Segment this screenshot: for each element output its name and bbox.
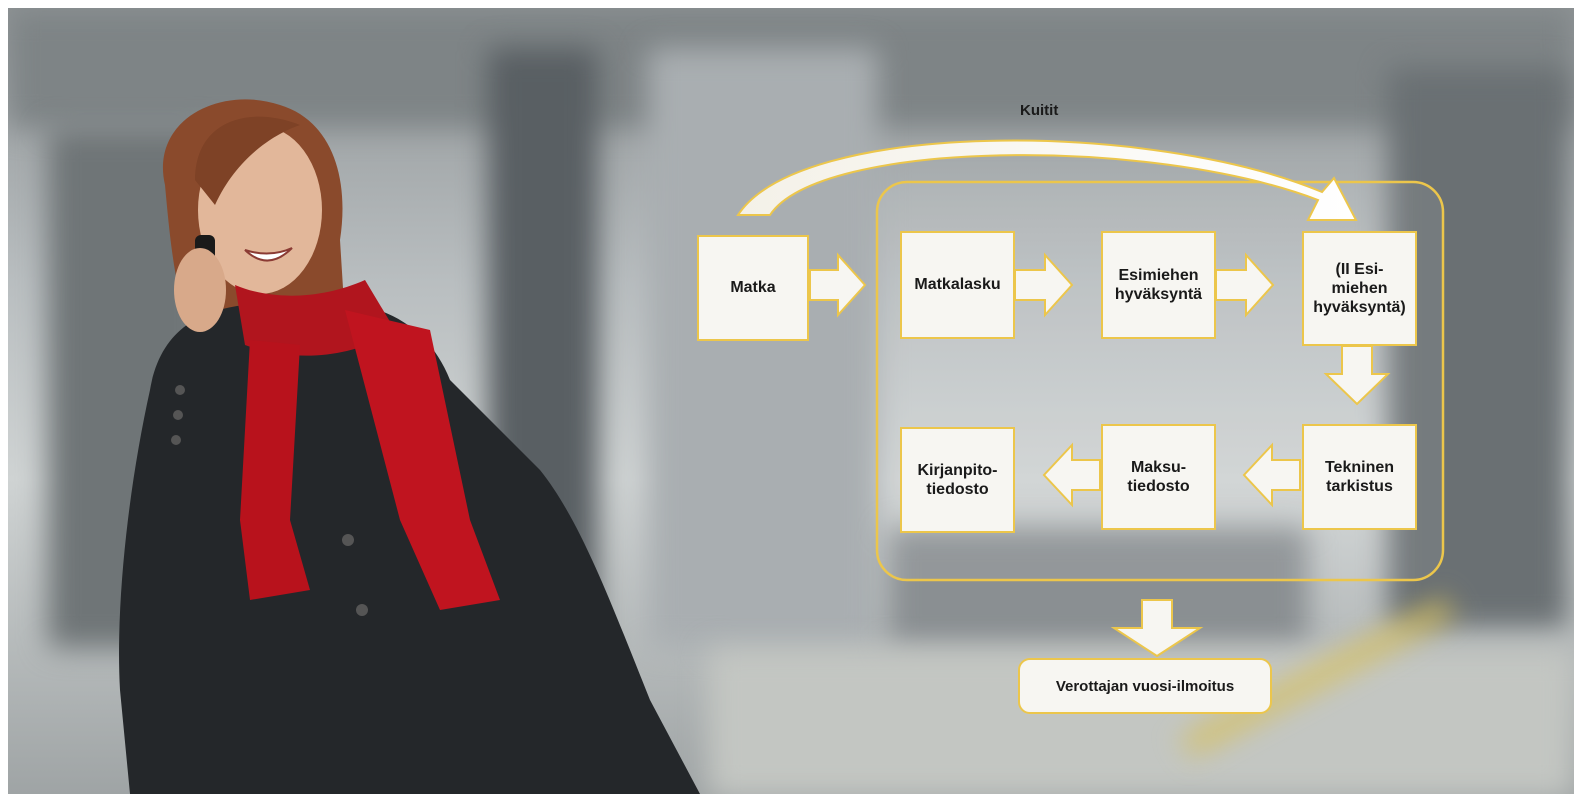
arrow-down-1 (1323, 345, 1391, 406)
coat-button (173, 410, 183, 420)
receipts-label: Kuitit (1020, 102, 1059, 119)
arrow-right-2 (1014, 252, 1074, 318)
arrow-down-2 (1110, 599, 1204, 658)
node-matkalasku: Matkalasku (900, 231, 1015, 339)
scarf-left-end-shape (240, 340, 310, 600)
node-kirjanpitotiedosto: Kirjanpito- tiedosto (900, 427, 1015, 533)
node-matka: Matka (697, 235, 809, 341)
right-pillar (1388, 68, 1568, 628)
node-verottajan-vuosi-ilmoitus: Verottajan vuosi-ilmoitus (1018, 658, 1272, 714)
node-tekninen-tarkistus: Tekninen tarkistus (1302, 424, 1417, 530)
background-photo (8, 8, 1574, 794)
arrow-right-1 (809, 252, 867, 318)
coat-button (342, 534, 354, 546)
receipts-curved-arrow (736, 139, 1358, 221)
coat-button (356, 604, 368, 616)
node-maksutiedosto: Maksu- tiedosto (1101, 424, 1216, 530)
arrow-left-2 (1042, 442, 1101, 508)
vehicle-shape (888, 528, 1308, 648)
scarf-right-end-shape (345, 310, 500, 610)
hand-shape (174, 248, 226, 332)
arrow-right-3 (1215, 252, 1275, 318)
mid-column (648, 48, 878, 648)
coat-button (171, 435, 181, 445)
arrow-left-1 (1242, 442, 1301, 508)
smile-shape (244, 247, 293, 262)
node-esimiehen-hyvaksynta: Esimiehen hyväksyntä (1101, 231, 1216, 339)
coat-button (175, 385, 185, 395)
hair-fringe-shape (195, 116, 300, 205)
node-ii-esimiehen-hyvaksynta: (II Esi- miehen hyväksyntä) (1302, 231, 1417, 346)
